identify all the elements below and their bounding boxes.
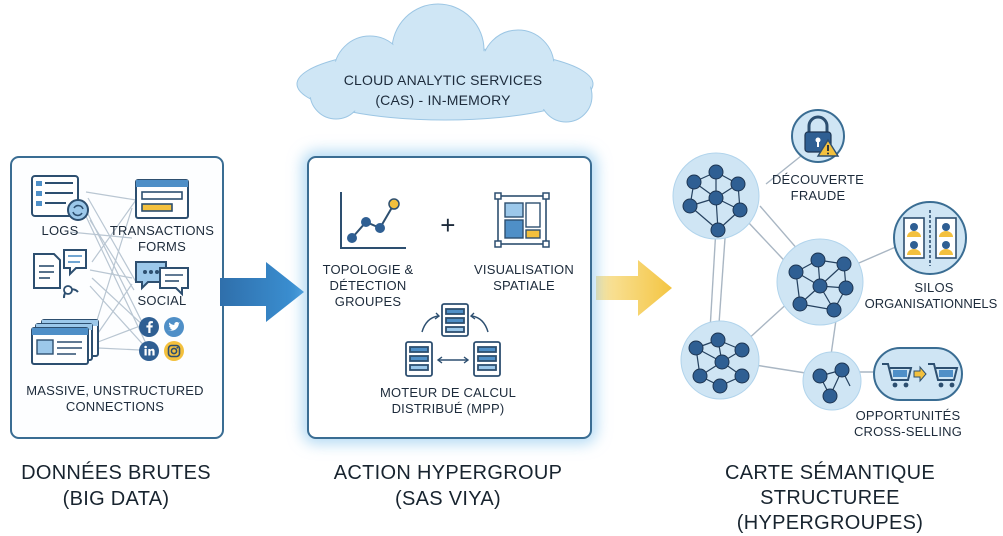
- raw-data-footer-line1: MASSIVE, UNSTRUCTURED: [26, 383, 204, 398]
- yellow-arrow-icon: [596, 260, 672, 316]
- spatial-visualisation-icon: [494, 192, 550, 248]
- engine-label-line1: MOTEUR DE CALCUL: [379, 385, 517, 400]
- silos-label-line2: ORGANISATIONNELS: [864, 296, 998, 311]
- silos-label-line1: SILOS: [914, 280, 954, 295]
- topology-label-line2: DÉTECTION: [329, 278, 407, 293]
- engine-label-line2: DISTRIBUÉ (MPP): [391, 401, 505, 416]
- org-silos-icon: [893, 201, 967, 275]
- social-label: SOCIAL: [137, 293, 187, 308]
- caption-semantic-map-line1: CARTE SÉMANTIQUE: [724, 462, 935, 484]
- visualisation-label-line1: VISUALISATION: [474, 262, 574, 277]
- web-pages-icon: [31, 319, 99, 365]
- fraud-lock-icon: [791, 109, 845, 163]
- cross-selling-label-line1: OPPORTUNITÉS: [855, 408, 961, 423]
- cross-selling-carts-icon: [873, 347, 963, 401]
- logs-label: LOGS: [41, 223, 79, 238]
- cloud-title-line2: (CAS) - IN-MEMORY: [375, 92, 511, 108]
- topology-label-line1: TOPOLOGIE &: [322, 262, 414, 277]
- topology-label-line3: GROUPES: [334, 294, 402, 309]
- logs-icon: [31, 175, 89, 221]
- transactions-label: TRANSACTIONS: [109, 223, 215, 238]
- instagram-icon: [164, 341, 184, 361]
- caption-semantic-map-line2: STRUCTUREE: [760, 487, 900, 509]
- caption-hypergroup-line1: ACTION HYPERGROUP: [333, 462, 563, 484]
- fraud-label-line1: DÉCOUVERTE: [771, 172, 865, 187]
- forms-label: FORMS: [138, 239, 186, 254]
- fraud-label-line2: FRAUDE: [790, 188, 846, 203]
- topology-chart-icon: [340, 192, 406, 249]
- visualisation-label-line2: SPATIALE: [493, 278, 555, 293]
- document-chat-icon: [33, 249, 87, 299]
- caption-raw-data-line2: (BIG DATA): [62, 488, 170, 510]
- caption-hypergroup-line2: (SAS VIYA): [395, 488, 501, 510]
- caption-raw-data-line1: DONNÉES BRUTES: [21, 462, 211, 484]
- twitter-icon: [164, 317, 184, 337]
- plus-sign: +: [440, 210, 456, 240]
- transactions-form-icon: [135, 179, 189, 219]
- caption-semantic-map-line3: (HYPERGROUPES): [736, 512, 924, 534]
- hypergroup-action-panel: [307, 156, 592, 439]
- cloud-title-line1: CLOUD ANALYTIC SERVICES: [343, 72, 543, 88]
- cross-selling-label-line2: CROSS-SELLING: [853, 424, 963, 439]
- distributed-servers-icon: [405, 303, 501, 377]
- raw-data-footer-line2: CONNECTIONS: [65, 399, 165, 414]
- facebook-icon: [139, 317, 159, 337]
- linkedin-icon: [139, 341, 159, 361]
- social-chat-icon: [135, 261, 189, 297]
- blue-arrow-icon: [220, 262, 304, 322]
